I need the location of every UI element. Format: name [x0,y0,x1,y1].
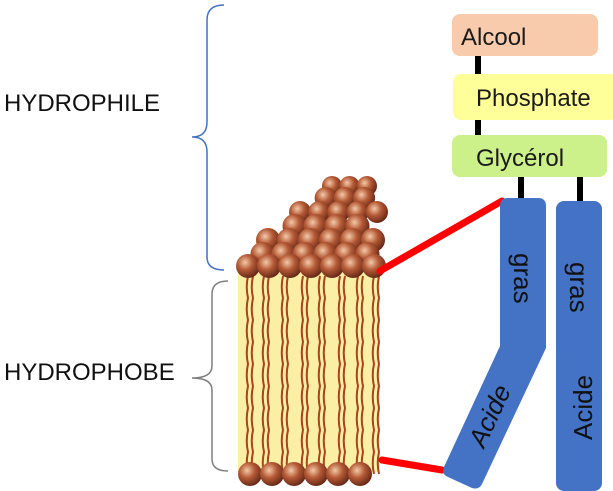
top-lipid-head [341,254,365,278]
lipid-tail [305,275,310,475]
top-head-layer [236,176,388,278]
connector-top [376,197,506,275]
hydrophile-brace [191,4,225,271]
lipid-tail [285,275,290,475]
bottom-head-layer [238,462,372,486]
top-lipid-head [236,254,260,278]
phosphate-label: Phosphate [476,85,591,112]
lipid-tail [245,275,250,475]
membrane-illustration [236,176,388,486]
lipid-tails [245,275,381,475]
lipid-tail [280,275,285,475]
top-lipid-head [299,254,323,278]
chain-left-word-gras: gras [508,253,538,304]
lipid-tail [360,275,365,475]
alcool-label: Alcool [461,24,526,51]
lipid-tail [317,275,322,475]
bottom-lipid-head [304,462,328,486]
lipid-tail [376,275,381,475]
glycerol-box: Glycérol [452,135,607,177]
bottom-lipid-head [348,462,372,486]
membrane-background [238,262,380,472]
connector-bottom [378,456,446,474]
phosphate-box: Phosphate [453,74,613,120]
bottom-lipid-head [238,462,262,486]
bottom-lipid-head [260,462,284,486]
lipid-tail [250,275,255,475]
lipid-tail [322,275,327,475]
chain-right-word-acide: Acide [568,375,598,440]
fatty-acid-chain-left: gras Acide [443,198,546,489]
fatty-acid-chain-right: gras Acide [556,201,602,491]
glycerol-label: Glycérol [476,145,564,172]
lipid-tail [266,275,271,475]
lipid-tail [300,275,305,475]
lipid-tail [371,275,376,475]
bottom-lipid-head [326,462,350,486]
alcool-box: Alcool [452,14,598,56]
chain-right-word-gras: gras [564,262,594,313]
lipid-tail [342,275,347,475]
top-lipid-head [257,254,281,278]
lipid-tail [337,275,342,475]
lipid-tail [261,275,266,475]
hydrophobe-label: HYDROPHOBE [4,359,175,386]
hydrophile-label: HYDROPHILE [4,90,160,117]
top-lipid-head [366,201,388,223]
lipid-tail [355,275,360,475]
top-lipid-head [278,254,302,278]
hydrophobe-brace [191,280,229,472]
bottom-lipid-head [282,462,306,486]
top-lipid-head [320,254,344,278]
